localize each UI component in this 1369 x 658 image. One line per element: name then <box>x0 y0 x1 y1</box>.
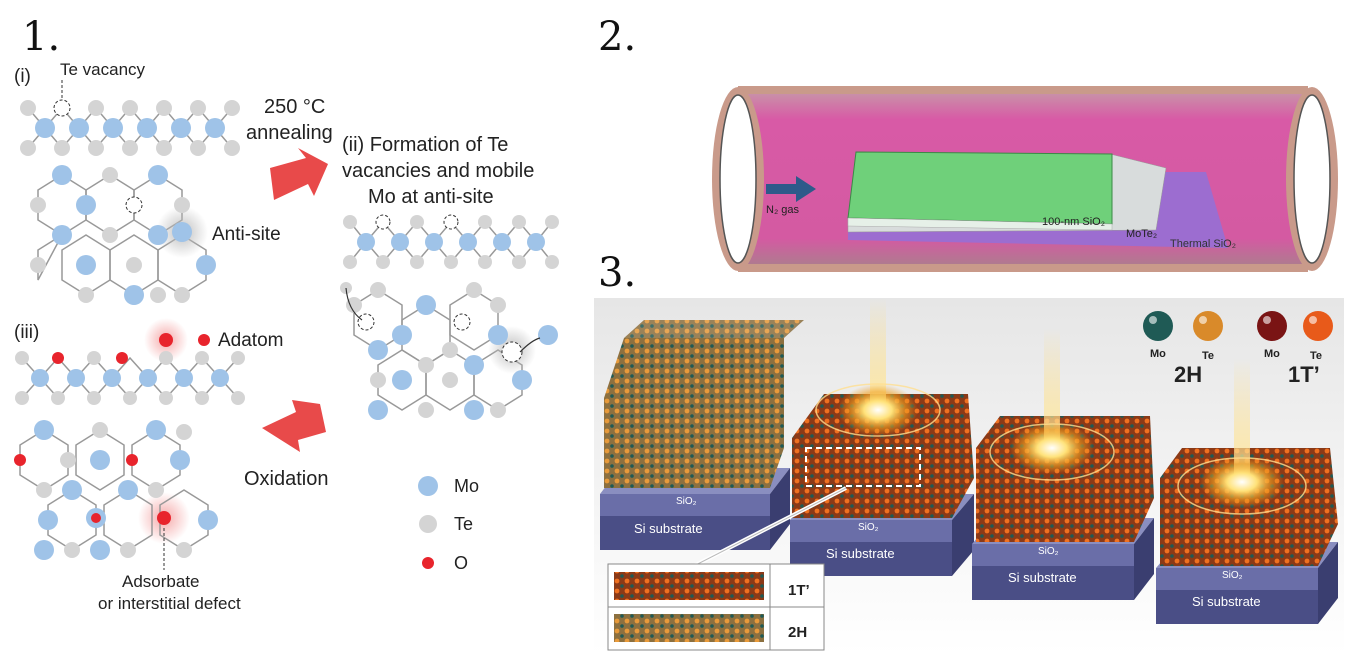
phase-inset <box>607 563 825 651</box>
oxidation-label: Oxidation <box>244 468 329 490</box>
thermal-sio2-layer <box>848 172 1228 248</box>
sio2-cap-layer <box>847 151 1113 225</box>
crystal-block-2h <box>604 320 804 488</box>
migration-path <box>519 337 541 353</box>
inset-2h-label: 2H <box>788 624 808 641</box>
legend-2h-phase: 2H <box>1174 362 1203 387</box>
legend-o-dot <box>422 557 434 569</box>
legend-o-label: O <box>454 553 469 573</box>
anti-site-label: Anti-site <box>212 224 281 245</box>
adsorbate-line2: or interstitial defect <box>98 594 241 613</box>
legend-1t-mo-sphere <box>1257 311 1287 341</box>
inset-1t-label: 1T’ <box>788 582 810 599</box>
sio2-label-1: SiO₂ <box>676 496 697 507</box>
hex-lattice-i-atoms <box>30 165 216 305</box>
panel-1-diagram <box>14 78 559 570</box>
migration-path <box>345 287 363 321</box>
step-ii-line3: Mo at anti-site <box>368 186 494 208</box>
sio2-label-2: SiO₂ <box>858 522 879 533</box>
oxidation-arrow <box>262 400 326 452</box>
panel-3-number: 3. <box>598 250 637 296</box>
substrate-label-4: Si substrate <box>1192 594 1261 609</box>
legend-1t-te-label: Te <box>1310 350 1323 362</box>
step-ii-line2: vacancies and mobile <box>342 160 535 182</box>
panel-1-number: 1. <box>22 14 61 60</box>
gas-label: N₂ gas <box>766 204 800 216</box>
side-view-ii-atoms <box>343 214 559 269</box>
inset-highlight-box <box>805 447 921 487</box>
adsorbate-line1: Adsorbate <box>122 572 200 591</box>
legend-1t-te-sphere <box>1303 311 1333 341</box>
side-view-iii-atoms <box>15 333 245 405</box>
thermal-sio2-label: Thermal SiO₂ <box>1170 238 1237 250</box>
step-iii-label: (iii) <box>14 322 40 343</box>
legend-2h-te-label: Te <box>1202 350 1215 362</box>
step-ii-line1: (ii) Formation of Te <box>342 134 509 156</box>
legend-1t-phase: 1T’ <box>1288 362 1320 387</box>
step-i-label: (i) <box>14 66 31 87</box>
hex-lattice-ii-atoms <box>340 282 558 420</box>
mote2-label: MoTe₂ <box>1126 228 1158 240</box>
side-view-i-atoms <box>20 99 240 156</box>
legend-2h-mo-sphere <box>1143 311 1173 341</box>
te-vacancy-label: Te vacancy <box>60 60 146 79</box>
sio2-label-3: SiO₂ <box>1038 546 1059 557</box>
sio2-label-4: SiO₂ <box>1222 570 1243 581</box>
legend-2h-mo-label: Mo <box>1150 348 1166 360</box>
legend-1t-mo-label: Mo <box>1264 348 1280 360</box>
anneal-temp-label: 250 °C <box>264 96 326 118</box>
legend-mo-dot <box>418 476 438 496</box>
furnace-tube-diagram <box>712 86 1338 272</box>
substrate-label-2: Si substrate <box>826 546 895 561</box>
adatom-label: Adatom <box>218 330 284 351</box>
gas-flow-arrow <box>766 176 816 202</box>
legend-2h-te-sphere <box>1193 311 1223 341</box>
sio2-cap-label: 100-nm SiO₂ <box>1042 216 1105 228</box>
legend-te-dot <box>419 515 437 533</box>
anneal-arrow <box>270 148 328 200</box>
substrate-label-1: Si substrate <box>634 521 703 536</box>
panel-2-number: 2. <box>598 14 637 60</box>
legend-mo-label: Mo <box>454 476 480 496</box>
hex-lattice-iii-atoms <box>14 420 218 560</box>
laser-phase-diagram <box>594 298 1344 654</box>
substrate-label-3: Si substrate <box>1008 570 1077 585</box>
anneal-word-label: annealing <box>246 122 333 144</box>
legend-te-label: Te <box>454 514 474 534</box>
